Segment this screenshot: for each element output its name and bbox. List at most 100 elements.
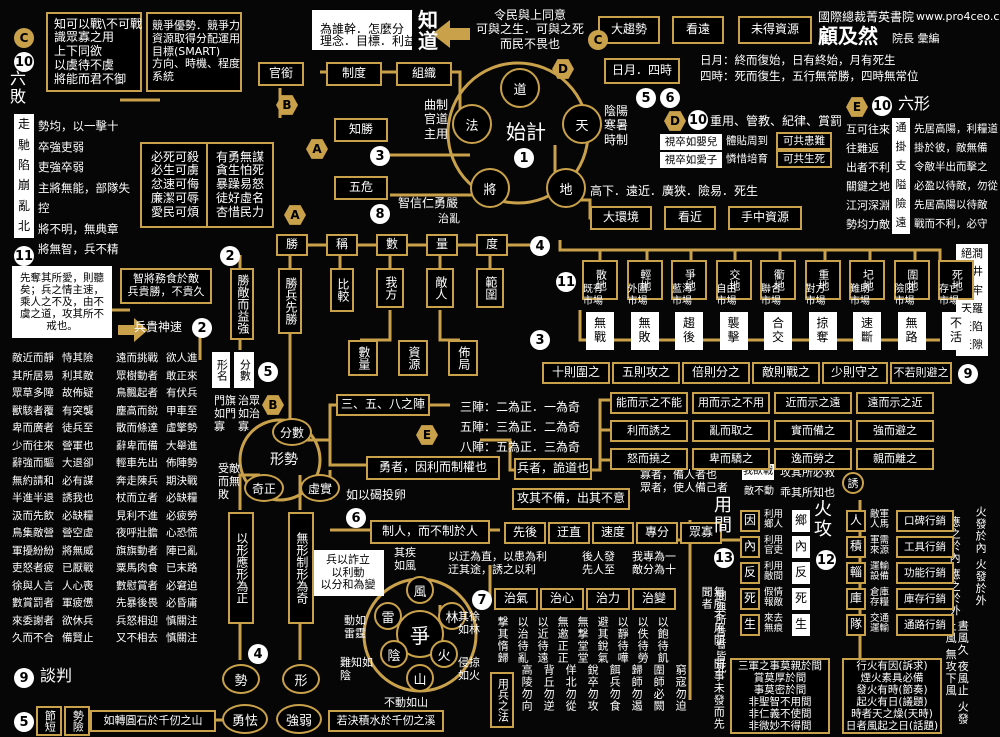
yongjian-side2: 聞與所告者皆死 xyxy=(714,590,728,674)
num-7-badge: 7 xyxy=(472,590,492,610)
proc-zhongua[interactable]: 眾寡 xyxy=(680,522,722,544)
tanpan-left-4: 卑而廣者 xyxy=(12,422,54,434)
gongqi-box[interactable]: 攻其不備，出其不意 xyxy=(512,488,630,510)
wuwei-box[interactable]: 五危 xyxy=(334,176,388,200)
proc-yuzhi[interactable]: 迂直 xyxy=(548,522,590,544)
hg-key-3[interactable]: 庫 xyxy=(846,588,866,610)
unfinished-box[interactable]: 未得資源 xyxy=(738,16,812,44)
fl-huo[interactable]: 火 xyxy=(430,640,458,668)
proc-xianhou[interactable]: 先後 xyxy=(504,522,546,544)
hg-v-3[interactable]: 庫存行銷 xyxy=(896,588,954,610)
jiudi-6[interactable]: 圮地 xyxy=(849,260,885,300)
zhi-li[interactable]: 治力 xyxy=(586,588,630,610)
fenshu-node[interactable]: 分數 xyxy=(272,418,312,446)
hg-key-4[interactable]: 隊 xyxy=(846,614,866,636)
hg-a-4: 交通 運輸 xyxy=(870,613,890,634)
yj-a-4: 來去 無痕 xyxy=(764,613,784,634)
hg-key-1[interactable]: 積 xyxy=(846,536,866,558)
zhi-xin[interactable]: 治心 xyxy=(540,588,584,610)
xu-node[interactable]: 誘 xyxy=(842,472,864,494)
system-box[interactable]: 制度 xyxy=(326,62,382,86)
proc-zhuanfen[interactable]: 專分 xyxy=(636,522,678,544)
yongzhe-box[interactable]: 勇者，因利而制權也 xyxy=(366,456,500,480)
shi-node[interactable]: 勢 xyxy=(222,664,260,694)
jiudi-b-1: 無 敗 xyxy=(630,312,659,350)
trend-box[interactable]: 大趨勢 xyxy=(598,16,660,44)
xushi-node[interactable]: 虛實 xyxy=(300,474,340,502)
yj-key-4[interactable]: 生 xyxy=(740,614,760,636)
proc-sudu[interactable]: 速度 xyxy=(592,522,634,544)
official-box[interactable]: 官銜 xyxy=(258,62,304,86)
jiudi-2[interactable]: 爭地 xyxy=(671,260,707,300)
hand-box[interactable]: 手中資源 xyxy=(728,206,802,230)
fl-lin[interactable]: 林 xyxy=(438,602,466,630)
far-box[interactable]: 看遠 xyxy=(672,16,724,44)
jiudi-5[interactable]: 重地 xyxy=(804,260,841,300)
zhisheng-box[interactable]: 知勝 xyxy=(334,118,388,142)
siege-1[interactable]: 五則攻之 xyxy=(612,362,680,384)
org-box[interactable]: 組織 xyxy=(396,62,452,86)
num-5-badge: 5 xyxy=(636,88,656,108)
san-zhen[interactable]: 三、五、八之陣 xyxy=(336,394,430,416)
yj-key-3[interactable]: 死 xyxy=(740,588,760,610)
tanpan-mid-13: 人心喪 xyxy=(62,579,94,592)
fl-lei[interactable]: 雷 xyxy=(374,602,402,630)
fl-shan[interactable]: 山 xyxy=(406,664,434,692)
measure-cheng[interactable]: 稱 xyxy=(326,234,358,256)
bingzhe-box[interactable]: 兵者，詭道也 xyxy=(514,458,592,480)
hg-key-2[interactable]: 輜 xyxy=(846,562,866,584)
zhiren-box[interactable]: 制人，而不制於人 xyxy=(370,520,490,544)
siege-5[interactable]: 不若則避之 xyxy=(890,362,952,384)
qizheng-node[interactable]: 奇正 xyxy=(244,474,284,502)
site-link[interactable]: www.pro4ceo.com xyxy=(916,10,1000,23)
jiudi-7[interactable]: 圍地 xyxy=(893,260,930,300)
tanpan-mid-12: 已厭戰 xyxy=(62,562,94,574)
yj-key-2[interactable]: 反 xyxy=(740,562,760,584)
yongqie-node[interactable]: 勇怯 xyxy=(222,704,268,734)
zhi-bian[interactable]: 治變 xyxy=(632,588,676,610)
ring-tian[interactable]: 天 xyxy=(562,104,602,144)
num-1-badge: 1 xyxy=(514,148,534,168)
ring-di[interactable]: 地 xyxy=(546,168,586,208)
ring-dao[interactable]: 道 xyxy=(500,68,540,108)
jiudi-3[interactable]: 交地 xyxy=(715,260,752,300)
siege-3[interactable]: 敵則戰之 xyxy=(752,362,820,384)
tanpan-mid-11: 將無威 xyxy=(62,544,94,557)
hg-v-0[interactable]: 口碑行銷 xyxy=(896,510,954,532)
zhi-qi[interactable]: 治氣 xyxy=(494,588,538,610)
env-box[interactable]: 大環境 xyxy=(590,206,652,230)
measure-liang[interactable]: 量 xyxy=(426,234,458,256)
fl-feng[interactable]: 風 xyxy=(406,576,434,604)
hg-key-0[interactable]: 人 xyxy=(846,510,866,532)
num-6-shi-badge: 6 xyxy=(346,508,366,528)
sun-box[interactable]: 日月．四時 xyxy=(604,58,680,84)
tanpan-right-1: 敢正來 xyxy=(166,369,198,382)
hg-v-4[interactable]: 通路行銷 xyxy=(896,614,954,636)
xing-node[interactable]: 形 xyxy=(282,664,320,694)
yj-v-2: 反 xyxy=(792,562,810,584)
jiudi-4[interactable]: 衢地 xyxy=(760,260,796,300)
siege-0[interactable]: 十則圍之 xyxy=(542,362,610,384)
measure-sheng[interactable]: 勝 xyxy=(276,234,308,256)
measure-du[interactable]: 度 xyxy=(476,234,508,256)
hg-v-2[interactable]: 功能行銷 xyxy=(896,562,954,584)
qiangruo-node[interactable]: 強弱 xyxy=(276,704,322,734)
siege-2[interactable]: 倍則分之 xyxy=(682,362,750,384)
yj-key-0[interactable]: 因 xyxy=(740,510,760,532)
jiudi-1[interactable]: 輕地 xyxy=(626,260,663,300)
num-9-tanpan-badge: 9 xyxy=(14,668,34,688)
hg-v-1[interactable]: 工具行銷 xyxy=(896,536,954,558)
tanpan-right-15: 慎關注 xyxy=(166,614,198,627)
yj-key-1[interactable]: 內 xyxy=(740,536,760,558)
near-box[interactable]: 看近 xyxy=(664,206,716,230)
jiudi-8[interactable]: 死地 xyxy=(938,260,974,300)
ring-fa[interactable]: 法 xyxy=(452,104,492,144)
ring-jiang[interactable]: 將 xyxy=(470,168,510,208)
tanpan-mid-3: 有突襲 xyxy=(62,404,94,417)
measure-shu[interactable]: 數 xyxy=(376,234,408,256)
siege-4[interactable]: 少則守之 xyxy=(822,362,888,384)
jiudi-0[interactable]: 散地 xyxy=(582,260,618,300)
fl-yin[interactable]: 陰 xyxy=(380,640,408,668)
tanpan-mid2-15: 兵怒相迎 xyxy=(116,614,158,627)
